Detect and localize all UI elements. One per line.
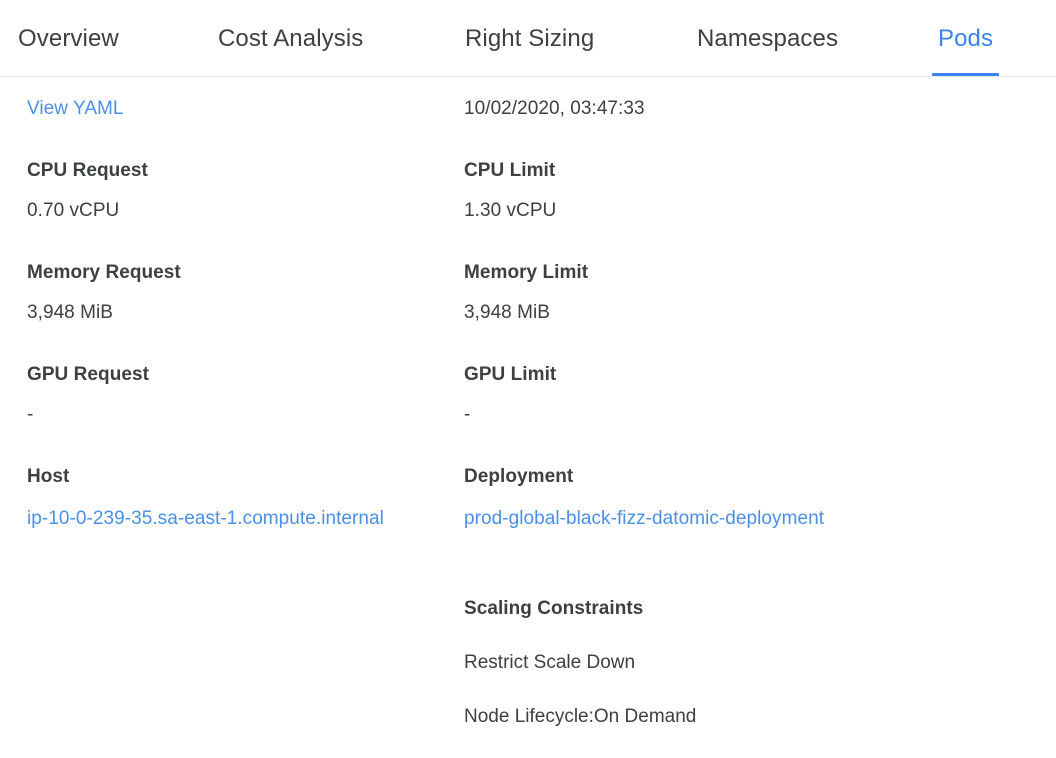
cpu-request-value: 0.70 vCPU — [27, 200, 120, 221]
field-cpu-request: CPU Request 0.70 vCPU — [27, 158, 148, 224]
tab-label: Pods — [938, 24, 994, 52]
tab-cost-analysis[interactable]: Cost Analysis — [204, 0, 377, 77]
cpu-request-label: CPU Request — [27, 160, 148, 181]
memory-request-value: 3,948 MiB — [27, 302, 113, 323]
field-gpu-limit: GPU Limit - — [464, 362, 556, 428]
host-link[interactable]: ip-10-0-239-35.sa-east-1.compute.interna… — [27, 508, 384, 529]
tab-right-sizing[interactable]: Right Sizing — [451, 0, 608, 77]
field-host: Host ip-10-0-239-35.sa-east-1.compute.in… — [27, 464, 384, 534]
gpu-limit-value: - — [464, 404, 471, 425]
tab-label: Overview — [18, 24, 119, 52]
scaling-constraint-node-lifecycle: Node Lifecycle:On Demand — [464, 706, 697, 727]
field-cpu-limit: CPU Limit 1.30 vCPU — [464, 158, 556, 224]
gpu-limit-label: GPU Limit — [464, 364, 557, 385]
cpu-limit-value: 1.30 vCPU — [464, 200, 557, 221]
field-gpu-request: GPU Request - — [27, 362, 149, 428]
field-scaling-constraints: Scaling Constraints Restrict Scale Down … — [464, 596, 696, 730]
pod-detail-body: View YAML CPU Request 0.70 vCPU Memory R… — [0, 77, 1056, 727]
memory-limit-value: 3,948 MiB — [464, 302, 550, 323]
view-yaml-link[interactable]: View YAML — [27, 98, 124, 119]
cpu-limit-label: CPU Limit — [464, 160, 556, 181]
field-timestamp: 10/02/2020, 03:47:33 — [464, 96, 645, 122]
tab-bar: Overview Cost Analysis Right Sizing Name… — [0, 0, 1056, 77]
tab-overview[interactable]: Overview — [4, 0, 133, 77]
memory-limit-label: Memory Limit — [464, 262, 589, 283]
tab-label: Namespaces — [697, 24, 839, 52]
tab-namespaces[interactable]: Namespaces — [683, 0, 852, 77]
tab-label: Cost Analysis — [218, 24, 364, 52]
tab-pods[interactable]: Pods — [924, 0, 1007, 77]
gpu-request-label: GPU Request — [27, 364, 149, 385]
deployment-link[interactable]: prod-global-black-fizz-datomic-deploymen… — [464, 508, 825, 529]
active-tab-indicator — [932, 73, 1000, 77]
field-memory-request: Memory Request 3,948 MiB — [27, 260, 181, 326]
host-label: Host — [27, 466, 70, 487]
field-deployment: Deployment prod-global-black-fizz-datomi… — [464, 464, 824, 534]
field-memory-limit: Memory Limit 3,948 MiB — [464, 260, 588, 326]
memory-request-label: Memory Request — [27, 262, 181, 283]
scaling-constraints-label: Scaling Constraints — [464, 598, 644, 619]
timestamp-value: 10/02/2020, 03:47:33 — [464, 98, 645, 119]
field-view-yaml: View YAML — [27, 96, 124, 122]
tab-bar-divider — [0, 76, 1056, 77]
gpu-request-value: - — [27, 404, 34, 425]
deployment-label: Deployment — [464, 466, 574, 487]
tab-label: Right Sizing — [465, 24, 595, 52]
scaling-constraint-restrict-scale-down: Restrict Scale Down — [464, 652, 636, 673]
